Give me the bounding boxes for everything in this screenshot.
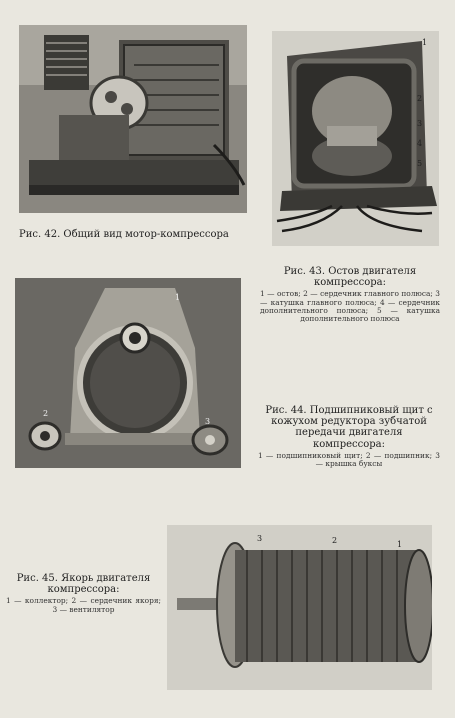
figure-44-caption: Рис. 44. Подшипниковый щит с кожухом ред…: [258, 405, 440, 468]
motor-frame-photo: 1 2 3 4 5: [272, 31, 439, 246]
svg-text:1: 1: [397, 540, 402, 549]
svg-text:1: 1: [175, 293, 180, 302]
caption-description: 1 — подшипниковый щит; 2 — подшипник; 3 …: [258, 450, 440, 469]
figure-43-caption: Рис. 43. Остов двигателя компрессора: 1 …: [260, 266, 440, 324]
svg-text:2: 2: [43, 409, 48, 418]
bearing-shield-photo: 1 2 3: [15, 278, 241, 468]
svg-text:5: 5: [417, 159, 422, 168]
figure-45-caption: Рис. 45. Якорь двигателя компрессора: 1 …: [6, 573, 161, 614]
svg-text:3: 3: [257, 534, 262, 543]
svg-text:3: 3: [205, 417, 210, 426]
svg-text:2: 2: [332, 536, 337, 545]
figure-42-caption: Рис. 42. Общий вид мотор-компрессора: [19, 229, 259, 240]
caption-title: Рис. 42. Общий вид мотор-компрессора: [19, 229, 229, 240]
svg-text:4: 4: [417, 139, 422, 148]
svg-text:1: 1: [422, 38, 427, 47]
caption-title: Рис. 44. Подшипниковый щит с кожухом ред…: [265, 405, 433, 450]
caption-title: Рис. 45. Якорь двигателя компрессора:: [16, 573, 151, 596]
svg-text:3: 3: [417, 119, 422, 128]
armature-photo: 3 2 1: [167, 525, 432, 690]
caption-title: Рис. 43. Остов двигателя компрессора:: [283, 266, 417, 289]
caption-description: 1 — остов; 2 — сердечник главного полюса…: [260, 289, 440, 324]
caption-description: 1 — коллектор; 2 — сердечник якоря; 3 — …: [6, 596, 161, 614]
svg-text:2: 2: [417, 94, 422, 103]
motor-compressor-photo: [19, 25, 247, 213]
